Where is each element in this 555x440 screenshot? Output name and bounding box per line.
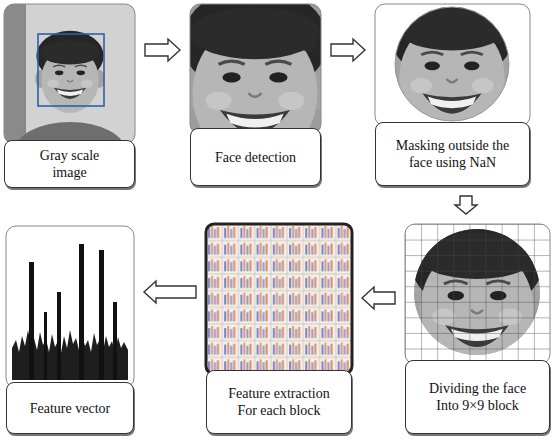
step-label: Masking outside the face using NaN xyxy=(394,137,512,171)
label-text-group: Feature extraction For each block xyxy=(220,385,338,419)
block-features-picture xyxy=(206,224,352,374)
grid-face-photo xyxy=(405,213,550,375)
process-step: Dividing the face Into 9×9 block xyxy=(405,224,550,434)
label-box: Face detection xyxy=(190,128,321,186)
step-label: Dividing the face Into 9×9 block xyxy=(422,380,534,414)
label-box: Masking outside the face using NaN xyxy=(375,122,530,186)
label-text-group: Feature vector xyxy=(30,400,110,417)
process-step: Feature vector xyxy=(6,226,134,434)
block-arrow xyxy=(331,39,365,61)
step-label: Feature vector xyxy=(30,400,110,417)
feature-histogram xyxy=(6,226,134,388)
block-arrow xyxy=(455,196,477,214)
process-step: Gray scale image xyxy=(4,4,135,188)
label-text-group: Face detection xyxy=(215,149,296,166)
masked-face-photo xyxy=(375,0,530,139)
block-arrow xyxy=(362,287,395,309)
label-box: Feature vector xyxy=(6,382,134,434)
label-text-group: Dividing the face Into 9×9 block xyxy=(422,380,534,414)
process-step: Feature extraction For each block xyxy=(206,224,352,434)
label-box: Dividing the face Into 9×9 block xyxy=(405,360,550,434)
step-label: Feature extraction For each block xyxy=(220,385,338,419)
process-step: Masking outside the face using NaN xyxy=(375,4,530,186)
process-step: Face detection xyxy=(190,4,321,186)
label-box: Gray scale image xyxy=(4,140,135,188)
step-label: Gray scale image xyxy=(24,147,116,181)
step-label: Face detection xyxy=(215,149,296,166)
label-text-group: Masking outside the face using NaN xyxy=(394,137,512,171)
label-text-group: Gray scale image xyxy=(24,147,116,181)
label-box: Feature extraction For each block xyxy=(206,370,352,434)
block-arrow xyxy=(144,281,196,303)
block-arrow xyxy=(145,39,180,61)
